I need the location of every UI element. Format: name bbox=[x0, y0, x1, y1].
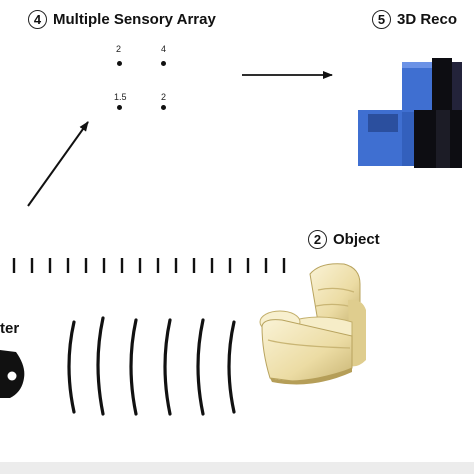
step-2-number: 2 bbox=[308, 230, 327, 249]
sensor-dot-2 bbox=[161, 61, 166, 66]
step-5-title: 3D Reco bbox=[397, 11, 458, 28]
emitter-title: ter bbox=[0, 320, 20, 337]
step-2-title: Object bbox=[333, 231, 380, 248]
sensor-dot-1 bbox=[117, 61, 122, 66]
sensor-label-3: 1.5 bbox=[114, 92, 127, 102]
sensor-label-4: 2 bbox=[161, 92, 167, 102]
sensor-label-1: 2 bbox=[116, 44, 122, 54]
step-4-title: Multiple Sensory Array bbox=[53, 11, 216, 28]
step-4-label: 4 Multiple Sensory Array bbox=[28, 10, 216, 29]
sensor-label-2: 4 bbox=[161, 44, 167, 54]
step-2-label: 2 Object bbox=[308, 230, 380, 249]
step-5-number: 5 bbox=[372, 10, 391, 29]
arrow-to-array bbox=[27, 121, 89, 207]
bottom-band bbox=[0, 462, 474, 474]
emitter-device bbox=[0, 350, 25, 398]
sensor-dot-4 bbox=[161, 105, 166, 110]
sensor-dash-row bbox=[12, 258, 286, 273]
reconstruction-blocks bbox=[358, 58, 462, 168]
emitter-label: ter bbox=[0, 320, 19, 337]
armchair-object bbox=[259, 263, 366, 385]
sensor-dot-3 bbox=[117, 105, 122, 110]
wave-arcs bbox=[67, 316, 236, 416]
step-5-label: 5 3D Reco bbox=[372, 10, 457, 29]
step-4-number: 4 bbox=[28, 10, 47, 29]
